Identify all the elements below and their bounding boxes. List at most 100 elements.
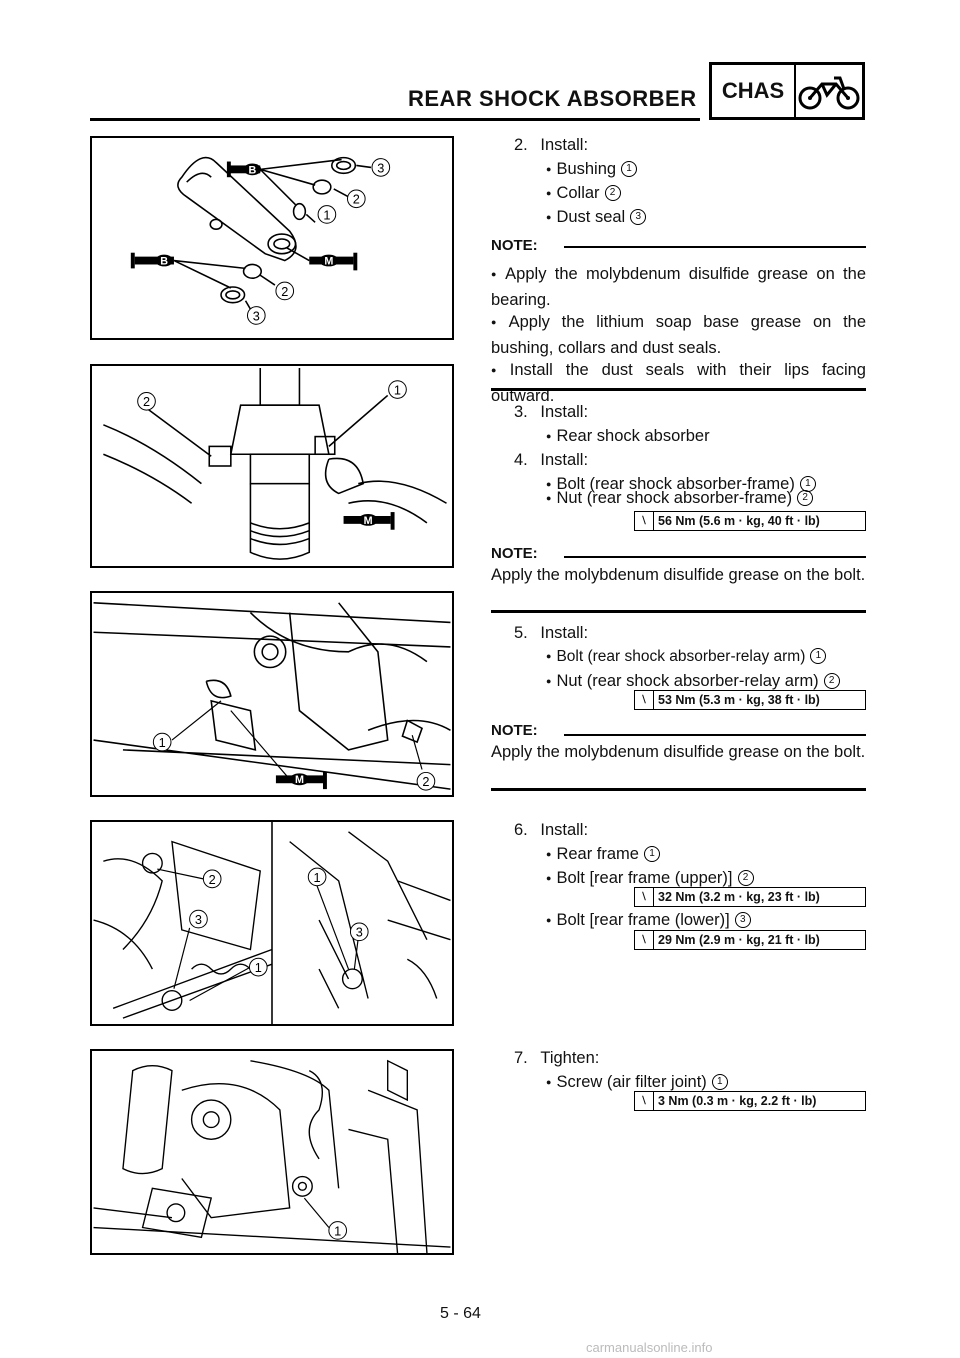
torque-wrench-icon: ⧵ [635, 691, 654, 709]
ref-number: 1 [643, 845, 660, 862]
torque-wrench-icon: ⧵ [635, 1092, 654, 1110]
fig1-grease-b: B [249, 164, 257, 176]
step-7-action: Tighten: [540, 1049, 600, 1067]
fig1-grease-b2: B [160, 255, 168, 267]
note-1-label: NOTE: [491, 237, 538, 254]
step-7-item-1: Screw (air filter joint)1 [546, 1070, 728, 1096]
ref-number: 3 [734, 911, 751, 928]
ref-number: 1 [810, 647, 827, 664]
fig4-callout-1: 1 [255, 960, 262, 975]
note-3-rule [564, 734, 866, 736]
torque-value: 29 Nm (2.9 m · kg, 21 ft · lb) [658, 933, 820, 947]
ref-number: 1 [621, 160, 638, 177]
fig4-callout-3: 3 [195, 912, 202, 927]
step-6-number: 6. [514, 821, 528, 839]
page-number: 5 - 64 [440, 1305, 481, 1322]
fig2-callout-1: 1 [394, 382, 401, 397]
ref-number: 1 [711, 1073, 728, 1090]
fig4-callout-2: 2 [209, 872, 216, 887]
fig1-callout-2: 2 [353, 192, 360, 207]
torque-value: 53 Nm (5.3 m · kg, 38 ft · lb) [658, 693, 820, 707]
fig1-callout-1: 1 [323, 207, 330, 222]
step-3-action: Install: [540, 403, 589, 421]
step-3-number: 3. [514, 403, 528, 421]
torque-value: 3 Nm (0.3 m · kg, 2.2 ft · lb) [658, 1094, 817, 1108]
note-3-text: Apply the molybdenum disulfide grease on… [491, 743, 866, 761]
step-3-heading: 3. Install: [514, 400, 588, 424]
section-badge: CHAS [709, 62, 865, 120]
torque-value: 32 Nm (3.2 m · kg, 23 ft · lb) [658, 890, 820, 904]
fig1-callout-3: 3 [377, 160, 384, 175]
torque-wrench-icon: ⧵ [635, 931, 654, 949]
ref-number: 2 [737, 869, 754, 886]
step-5-number: 5. [514, 624, 528, 642]
fig2-grease-m: M [364, 515, 373, 527]
fig3-callout-1: 1 [159, 735, 166, 750]
step-6-heading: 6. Install: [514, 818, 588, 842]
step-6-item-2: Bolt [rear frame (upper)]2 [546, 866, 754, 892]
page-title: REAR SHOCK ABSORBER [408, 86, 697, 111]
step-7-heading: 7. Tighten: [514, 1046, 599, 1070]
note-2-end-rule [491, 610, 866, 613]
header-rule [90, 118, 700, 121]
note-1-bullet-2: Apply the lithium soap base grease on th… [491, 310, 866, 360]
step-5-heading: 5. Install: [514, 621, 588, 645]
torque-spec-step-6-lower: ⧵ 29 Nm (2.9 m · kg, 21 ft · lb) [634, 930, 866, 950]
step-4-item-2-text: Nut (rear shock absorber-frame)2 [546, 486, 814, 512]
torque-spec-step-7: ⧵ 3 Nm (0.3 m · kg, 2.2 ft · lb) [634, 1091, 866, 1111]
torque-spec-step-5: ⧵ 53 Nm (5.3 m · kg, 38 ft · lb) [634, 690, 866, 710]
section-badge-label: CHAS [712, 65, 796, 117]
note-2-text: Apply the molybdenum disulfide grease on… [491, 566, 866, 584]
step-2-action: Install: [540, 136, 589, 154]
figure-bushing-collar-seal: B B M 3 2 1 2 3 [90, 136, 454, 340]
fig1-callout-2b: 2 [281, 284, 288, 299]
fig1-grease-m: M [324, 255, 333, 267]
ref-number: 2 [604, 184, 621, 201]
step-2-heading: 2. Install: [514, 133, 588, 157]
step-6-item-3: Bolt [rear frame (lower)]3 [546, 908, 751, 934]
figure-rear-shock-install: M 1 2 [90, 364, 454, 568]
watermark: carmanualsonline.info [586, 1340, 713, 1355]
ref-number: 2 [823, 672, 840, 689]
fig5-callout-1: 1 [334, 1223, 341, 1238]
step-3-item-1: Rear shock absorber [546, 424, 709, 450]
step-4-heading: 4. Install: [514, 448, 588, 472]
step-4-number: 4. [514, 451, 528, 469]
note-3-end-rule [491, 788, 866, 791]
note-1-bullet-1: Apply the molybdenum disulfide grease on… [491, 262, 866, 312]
torque-value: 56 Nm (5.6 m · kg, 40 ft · lb) [658, 514, 820, 528]
note-1-rule [564, 246, 866, 248]
step-4-action: Install: [540, 451, 589, 469]
note-3-label: NOTE: [491, 722, 538, 739]
step-7-number: 7. [514, 1049, 528, 1067]
step-5-action: Install: [540, 624, 589, 642]
note-1-end-rule [491, 388, 866, 391]
figure-air-filter-joint: 1 [90, 1049, 454, 1255]
torque-wrench-icon: ⧵ [635, 888, 654, 906]
torque-wrench-icon: ⧵ [635, 512, 654, 530]
step-6-action: Install: [540, 821, 589, 839]
fig4-callout-3b: 3 [356, 925, 363, 940]
torque-spec-step-4: ⧵ 56 Nm (5.6 m · kg, 40 ft · lb) [634, 511, 866, 531]
fig3-grease-m: M [295, 774, 304, 786]
ref-number: 2 [797, 489, 814, 506]
note-2-rule [564, 556, 866, 558]
fig3-callout-2: 2 [422, 774, 429, 789]
note-2-label: NOTE: [491, 545, 538, 562]
step-5-item-1: Bolt (rear shock absorber-relay arm)1 [546, 645, 827, 670]
figure-relay-arm-bolt: M 1 2 [90, 591, 454, 797]
step-5-item-2: Nut (rear shock absorber-relay arm)2 [546, 669, 840, 695]
fig1-callout-3b: 3 [253, 308, 260, 323]
step-2-number: 2. [514, 136, 528, 154]
fig4-callout-1b: 1 [314, 870, 321, 885]
figure-rear-frame-bolts: 2 3 1 1 3 [90, 820, 454, 1026]
motorcycle-icon [796, 65, 862, 117]
fig2-callout-2: 2 [143, 394, 150, 409]
ref-number: 3 [630, 208, 647, 225]
note-1-bullet-3: Install the dust seals with their lips f… [491, 358, 866, 408]
torque-spec-step-6-upper: ⧵ 32 Nm (3.2 m · kg, 23 ft · lb) [634, 887, 866, 907]
